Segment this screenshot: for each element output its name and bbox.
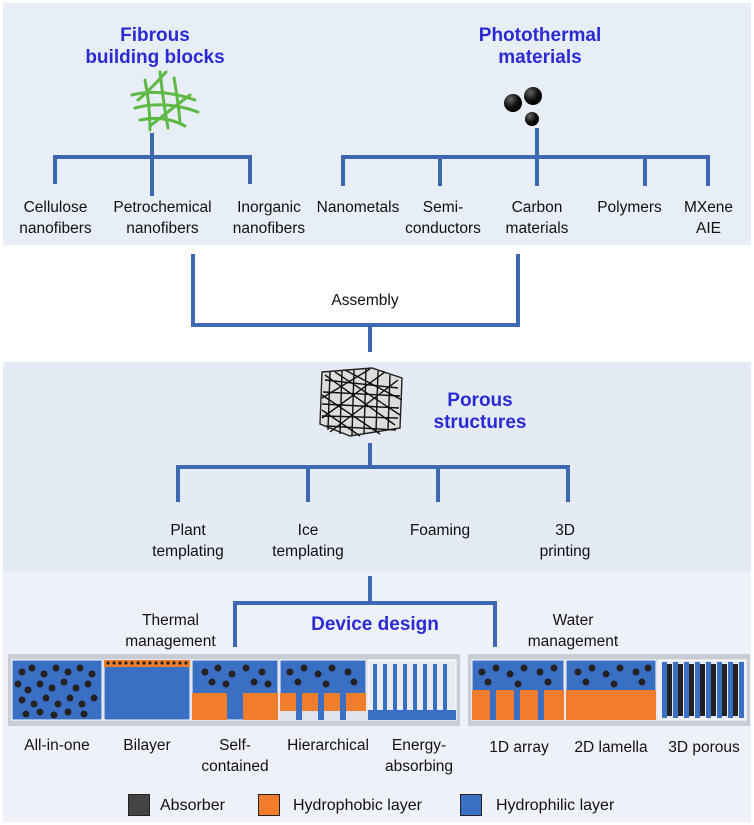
all-in-one-schematic <box>11 659 103 721</box>
design-all-in-one: All-in-one <box>24 737 90 754</box>
bilayer-schematic <box>103 659 191 721</box>
2d-lamella-schematic <box>565 659 657 721</box>
design-energy-absorbing: Energy-absorbing <box>384 737 454 775</box>
design-bilayer: Bilayer <box>123 737 171 754</box>
design-hierarchical: Hierarchical <box>287 737 369 754</box>
photothermal-item-semiconductors: Semi-conductors <box>405 199 481 237</box>
3d-porous-schematic <box>657 659 747 721</box>
assembly-label: Assembly <box>331 292 399 309</box>
legend-label-hydrophobic: Hydrophobic layer <box>293 797 422 814</box>
design-3d-porous: 3D porous <box>668 739 740 756</box>
method-foaming: Foaming <box>409 522 471 539</box>
1d-array-schematic <box>471 659 565 721</box>
legend-label-hydrophilic: Hydrophilic layer <box>496 797 615 814</box>
photothermal-item-nanometals: Nanometals <box>316 199 400 216</box>
legend-swatch-hydrophilic <box>460 794 482 816</box>
self-contained-schematic <box>191 659 279 721</box>
legend-swatch-absorber <box>128 794 150 816</box>
design-2d-lamella: 2D lamella <box>574 739 648 756</box>
assembly-band <box>3 245 751 362</box>
legend-swatch-hydrophobic <box>258 794 280 816</box>
hierarchical-schematic <box>279 659 367 721</box>
legend-label-absorber: Absorber <box>160 797 225 814</box>
device-design-title: Device design <box>311 614 439 635</box>
top-band <box>3 3 751 245</box>
photothermal-item-polymers: Polymers <box>597 199 662 216</box>
energy-absorbing-schematic <box>367 659 457 721</box>
design-self-contained: Self-contained <box>201 737 269 775</box>
design-1d-array: 1D array <box>489 739 549 756</box>
